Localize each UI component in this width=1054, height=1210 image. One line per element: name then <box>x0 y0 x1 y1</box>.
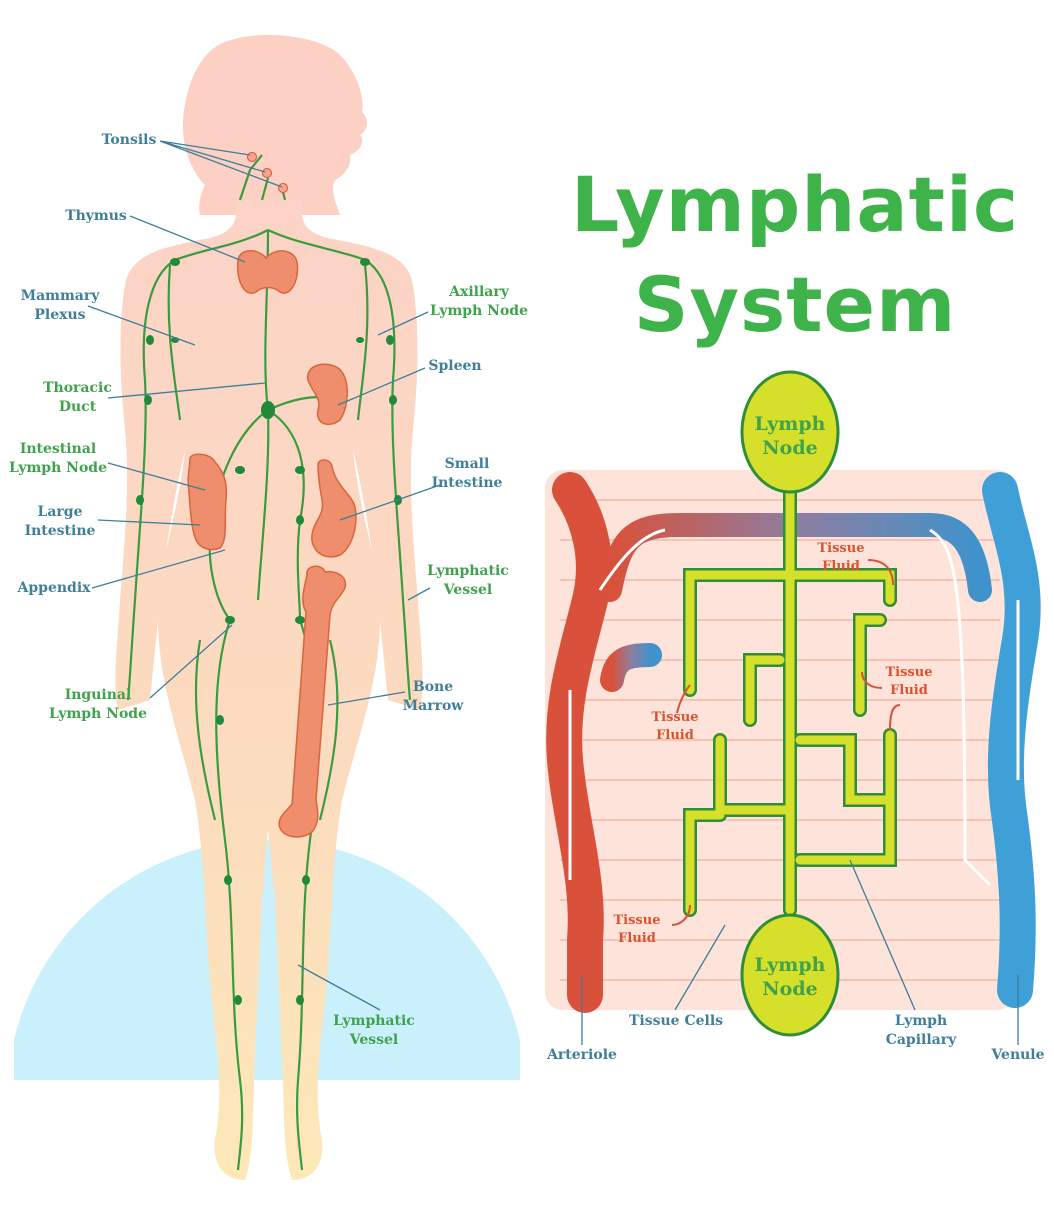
title-line-1: Lymphatic <box>570 160 1020 249</box>
torso-silhouette <box>115 200 423 1180</box>
large-intestine <box>187 453 228 551</box>
venule <box>982 472 1041 1008</box>
capillary-detail <box>545 370 1041 1045</box>
label-arteriole: Arteriole <box>547 1047 617 1063</box>
detail-leader-lines <box>581 859 1019 1045</box>
label-thymus: Thymus <box>65 208 127 224</box>
bone-marrow <box>278 565 347 838</box>
thymus <box>236 250 299 294</box>
flow-arrows <box>568 528 1020 887</box>
tissue-fluid-arrows <box>671 559 901 926</box>
lymph-node-top <box>740 370 840 494</box>
title-line-2: System <box>633 260 957 349</box>
label-venule: Venule <box>991 1047 1045 1063</box>
organs <box>187 250 357 838</box>
sky-semicircle <box>14 839 520 1080</box>
arteriole <box>546 472 612 1013</box>
leader-lines <box>87 140 441 1011</box>
body-figure <box>14 35 520 1180</box>
label-tissue-cells: Tissue Cells <box>628 1013 724 1029</box>
spleen <box>307 363 348 426</box>
lymph-capillaries-fill <box>685 475 895 915</box>
label-spleen: Spleen <box>428 358 482 374</box>
head-silhouette <box>182 35 368 215</box>
label-tonsils: Tonsils <box>101 132 157 148</box>
label-appendix: Appendix <box>17 580 91 596</box>
small-intestine <box>311 459 357 558</box>
lymph-node-bottom <box>740 913 840 1037</box>
